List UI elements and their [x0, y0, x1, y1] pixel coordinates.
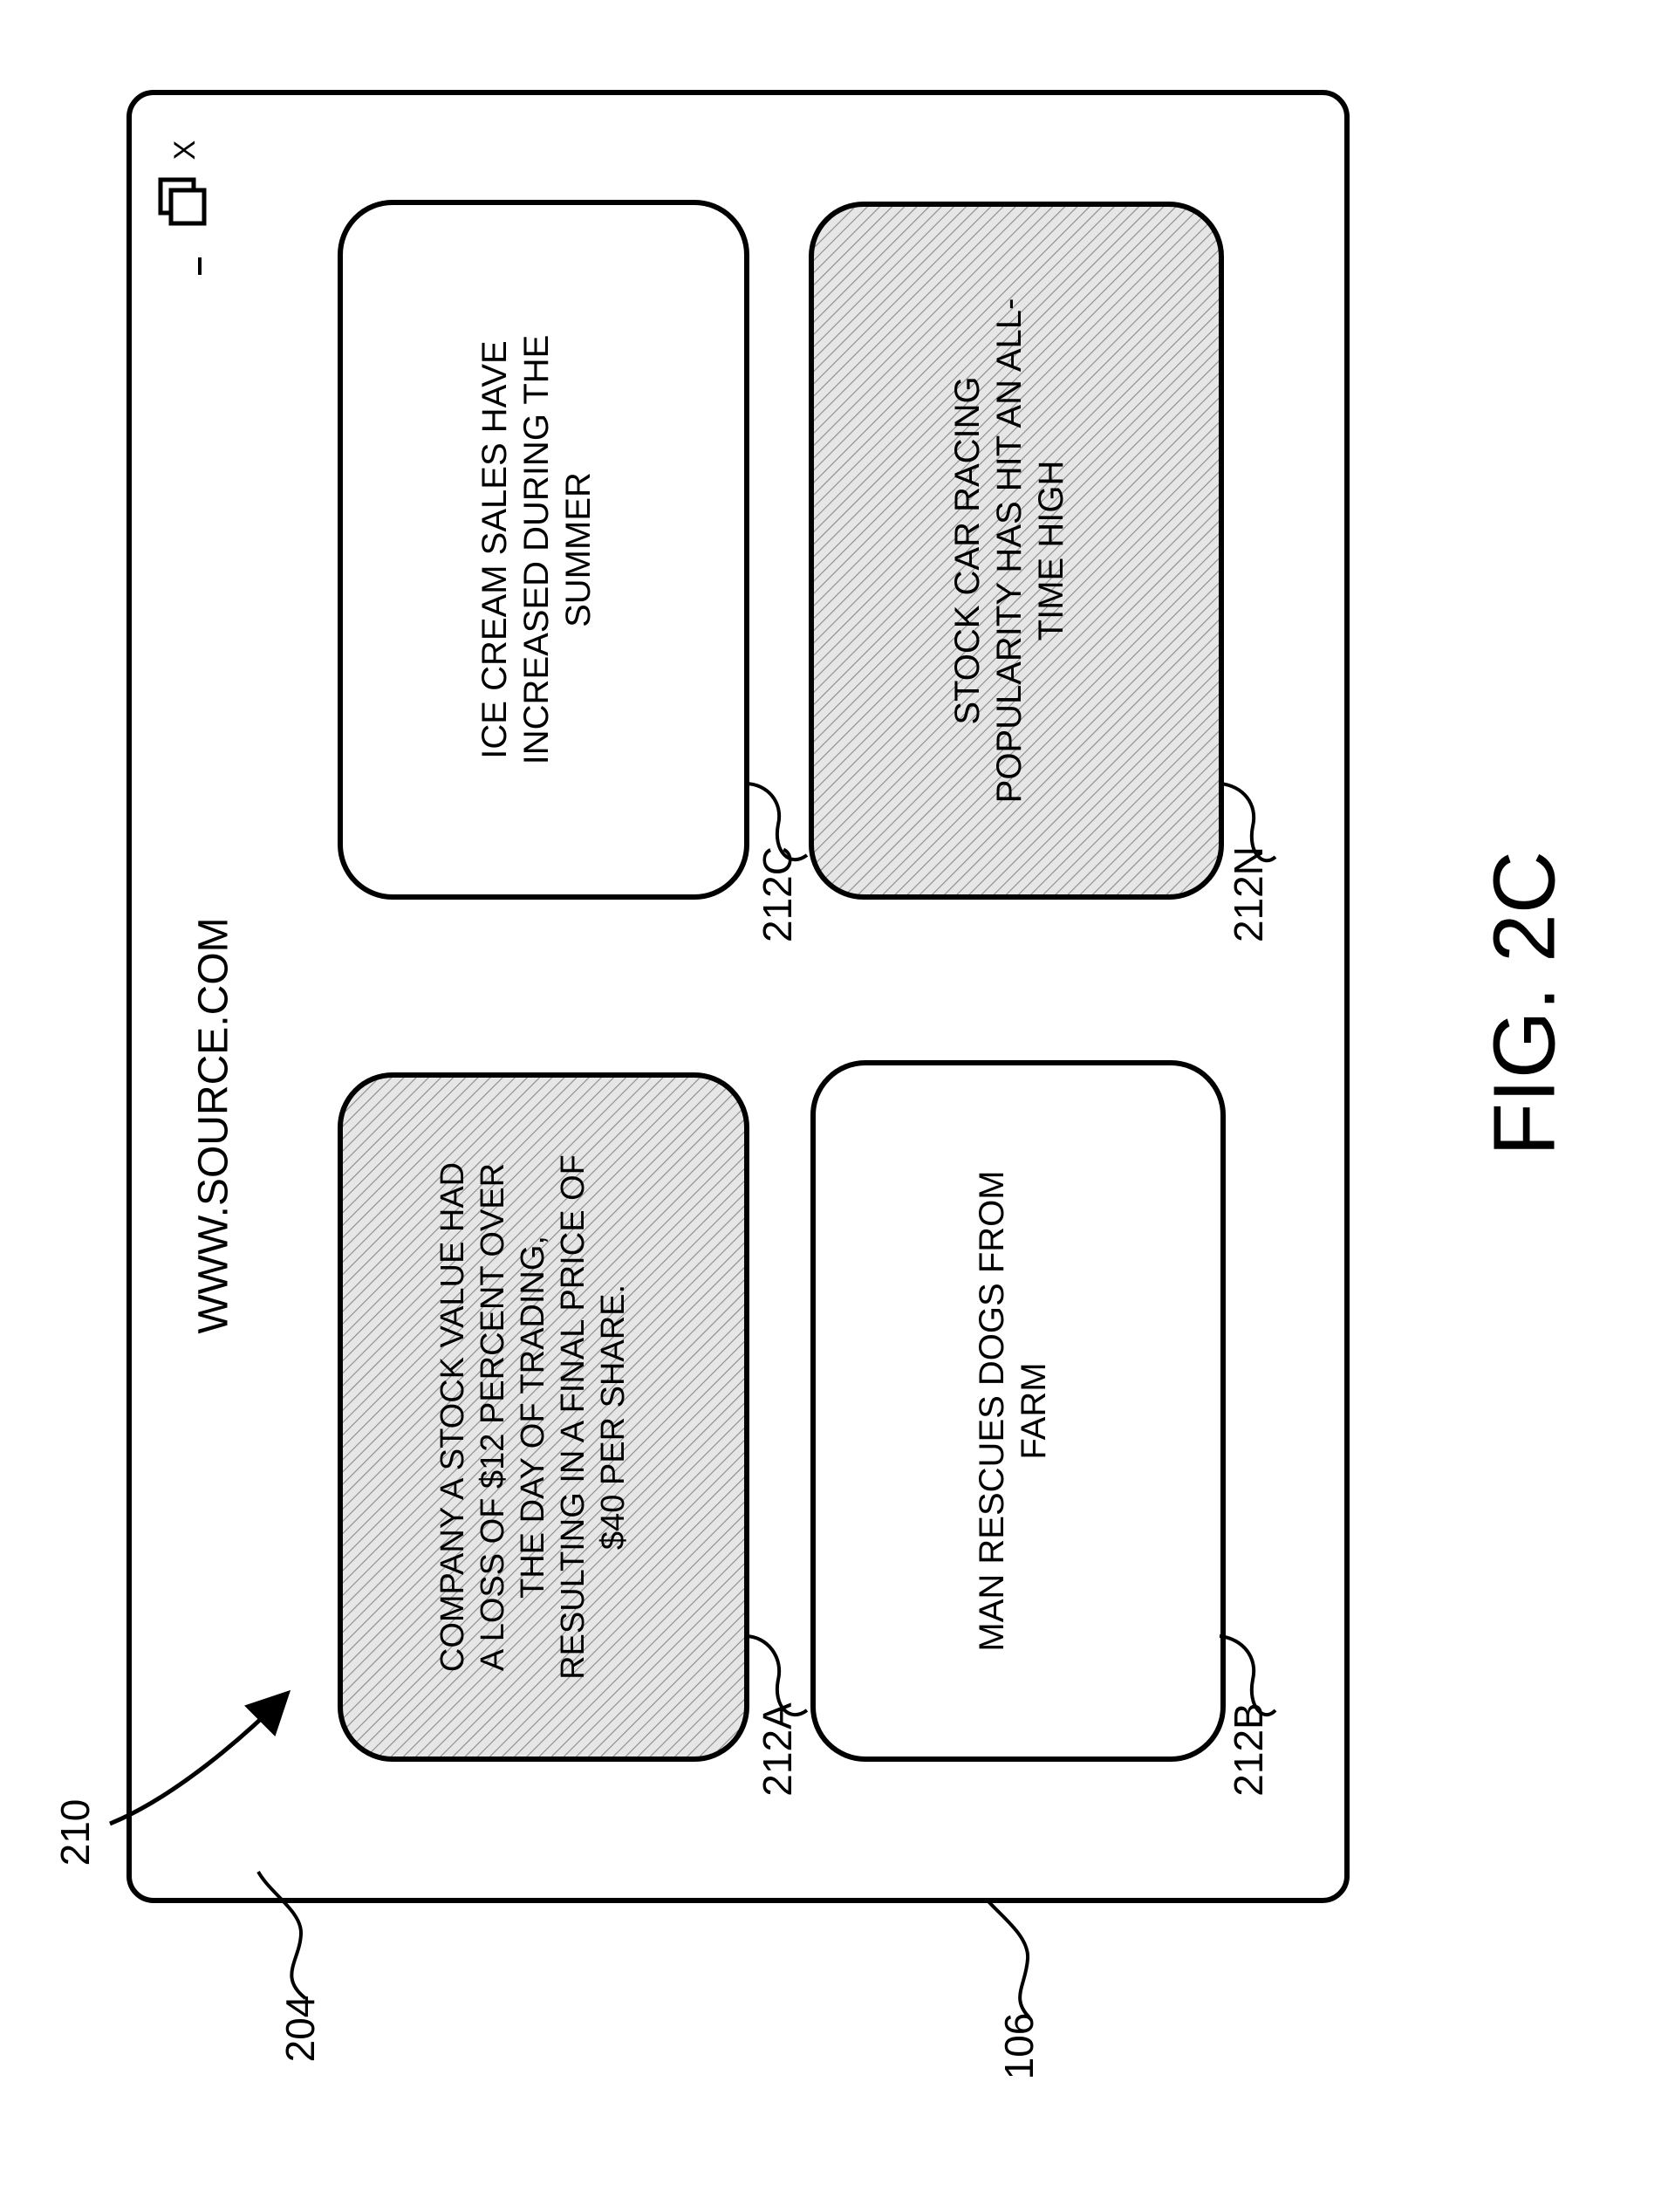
card-212a-line-4: RESULTING IN A FINAL PRICE OF — [555, 1154, 591, 1680]
card-212a-line-2: A LOSS OF $12 PERCENT OVER — [475, 1163, 511, 1671]
window-controls: X — [161, 140, 204, 275]
card-212b-line-2: FARM — [1015, 1362, 1053, 1459]
card-212n-line-3: TIME HIGH — [1032, 461, 1070, 641]
card-212c-line-1: ICE CREAM SALES HAVE — [475, 340, 514, 758]
card-212c-line-2: INCREASED DURING THE — [517, 335, 556, 765]
figure-label: FIG. 2C — [1475, 851, 1573, 1156]
card-212a-line-5: $40 PER SHARE. — [595, 1284, 632, 1550]
restore-icon-front[interactable] — [171, 190, 204, 223]
arrow-210 — [110, 1696, 284, 1824]
label-212a: 212A — [755, 1702, 800, 1797]
card-212n-line-1: STOCK CAR RACING — [948, 376, 987, 724]
card-212c-line-3: SUMMER — [559, 472, 598, 627]
close-button[interactable]: X — [168, 140, 202, 161]
label-212c: 212C — [755, 846, 800, 942]
url-text: WWW.SOURCE.COM — [191, 917, 237, 1333]
leader-204 — [258, 1872, 305, 1998]
close-icon[interactable]: X — [168, 140, 202, 161]
card-212n-line-2: POPULARITY HAS HIT AN ALL- — [990, 298, 1029, 804]
card-212b-line-1: MAN RESCUES DOGS FROM — [973, 1170, 1011, 1651]
label-210: 210 — [52, 1799, 98, 1866]
card-212a-line-1: COMPANY A STOCK VALUE HAD — [434, 1162, 471, 1672]
restore-button[interactable] — [161, 180, 204, 223]
label-212n: 212N — [1226, 846, 1271, 942]
card-212a-line-3: THE DAY OF TRADING, — [515, 1236, 551, 1599]
label-204: 204 — [277, 1996, 323, 2063]
label-212b: 212B — [1226, 1702, 1271, 1796]
leader-106 — [988, 1900, 1029, 2017]
label-106: 106 — [996, 2013, 1042, 2080]
